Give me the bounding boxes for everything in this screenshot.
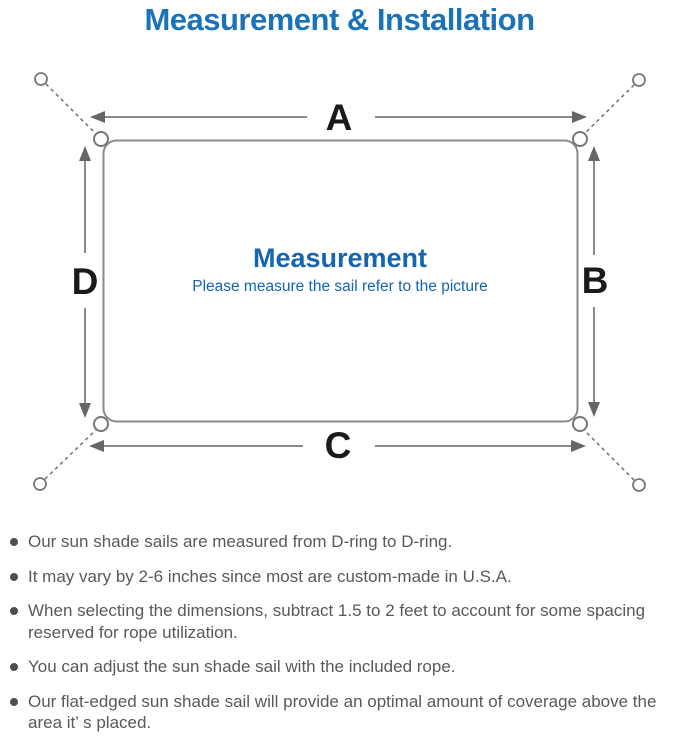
note-text: Our sun shade sails are measured from D-…: [28, 532, 453, 551]
diagram-center-subtitle: Please measure the sail refer to the pic…: [192, 278, 488, 295]
anchor-ring-bottom-right: [632, 478, 646, 492]
d-ring-top-left: [93, 131, 109, 147]
arrowhead-b-down: [588, 402, 600, 417]
arrowhead-b-up: [588, 146, 600, 161]
bullet-icon: [10, 697, 18, 706]
rope-line-top-left: [45, 83, 99, 137]
dimension-label-c: C: [325, 425, 352, 466]
d-ring-top-right: [572, 131, 588, 147]
list-item: You can adjust the sun shade sail with t…: [10, 656, 673, 678]
diagram-center-title: Measurement: [252, 243, 428, 273]
bullet-icon: [10, 663, 18, 671]
anchor-ring-bottom-left: [33, 477, 47, 491]
arrowhead-d-up: [79, 146, 91, 161]
arrowhead-c-right: [571, 440, 586, 452]
anchor-ring-top-left: [34, 72, 48, 86]
note-text: When selecting the dimensions, subtract …: [28, 601, 646, 642]
sail-measurement-diagram: A C D B Measurement Please measure the s…: [33, 72, 646, 492]
dimension-label-d: D: [72, 261, 99, 302]
bullet-icon: [10, 572, 18, 581]
note-text: Our flat-edged sun shade sail will provi…: [28, 691, 657, 733]
bullet-icon: [10, 607, 18, 615]
list-item: It may vary by 2-6 inches since most are…: [10, 566, 673, 588]
list-item: Our sun shade sails are measured from D-…: [10, 531, 673, 553]
dimension-label-b: B: [582, 260, 609, 301]
d-ring-bottom-right: [572, 416, 588, 432]
arrowhead-a-left: [90, 111, 105, 123]
bullet-icon: [10, 538, 18, 546]
sail-rectangle: [102, 139, 579, 423]
rope-line-bottom-left: [44, 426, 100, 480]
list-item: When selecting the dimensions, subtract …: [10, 600, 673, 643]
measurement-notes-list: Our sun shade sails are measured from D-…: [10, 531, 673, 739]
diagram-canvas: A C D B: [33, 72, 646, 492]
arrowhead-a-right: [572, 111, 587, 123]
d-ring-bottom-left: [93, 416, 109, 432]
note-text: You can adjust the sun shade sail with t…: [28, 657, 456, 676]
rope-line-bottom-right: [580, 426, 635, 481]
rope-line-top-right: [581, 84, 635, 137]
list-item: Our flat-edged sun shade sail will provi…: [10, 691, 673, 734]
note-text: It may vary by 2-6 inches since most are…: [28, 566, 512, 586]
dimension-label-a: A: [326, 97, 353, 138]
page-title: Measurement & Installation: [144, 2, 535, 37]
arrowhead-c-left: [89, 440, 104, 452]
anchor-ring-top-right: [632, 73, 646, 87]
arrowhead-d-down: [79, 403, 91, 418]
